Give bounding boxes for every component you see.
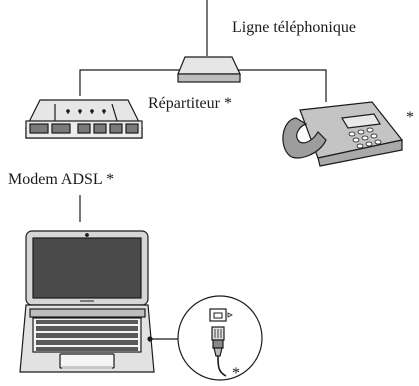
ethernet-port-icon [209,308,233,322]
modem-label: Modem ADSL * [8,171,115,188]
port-detail-callout [147,295,263,381]
laptop-icon [19,230,155,373]
telephone-icon [282,101,404,167]
splitter-to-modem-wire [79,69,182,96]
rj45-plug-icon [211,326,227,377]
cable-note: * [232,365,240,382]
splitter-label: Répartiteur * [148,95,232,112]
keyboard-keys [36,320,138,351]
adsl-modem-icon [25,99,143,139]
phone-line-label: Ligne téléphonique [232,19,356,36]
connection-lines [79,0,327,340]
splitter-to-phone-wire [237,69,327,102]
splitter-icon [177,56,241,83]
telephone-note: * [406,109,414,126]
